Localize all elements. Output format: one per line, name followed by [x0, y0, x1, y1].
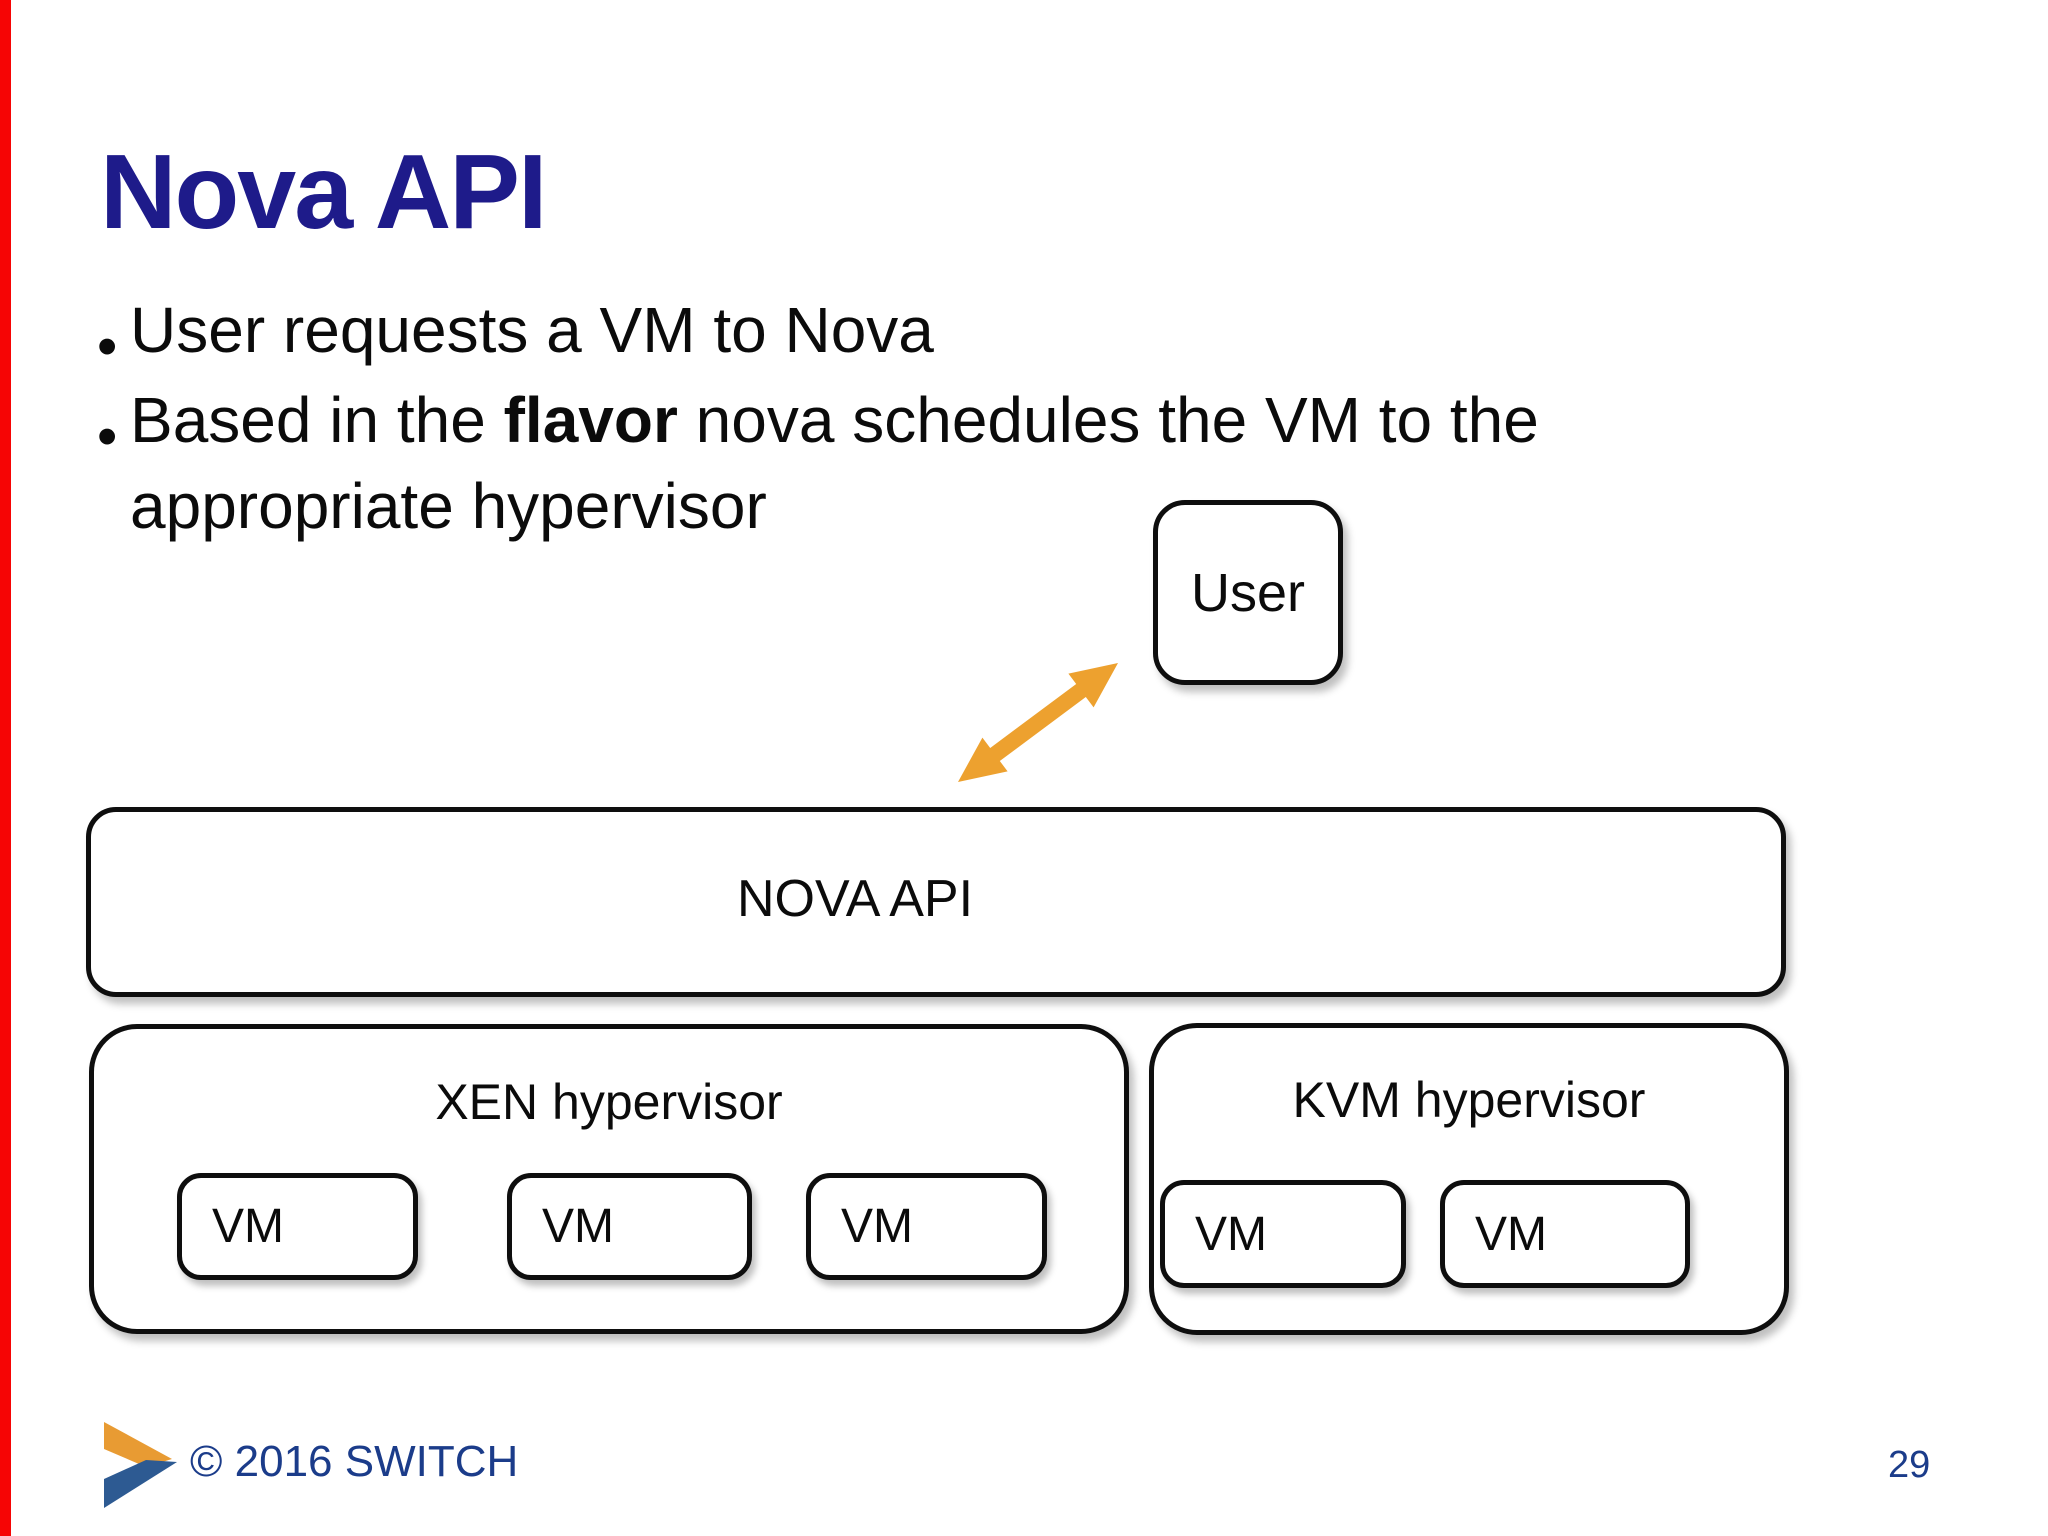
bullet-2-bold-word: flavor — [503, 384, 678, 456]
kvm-vm-node: VM — [1160, 1180, 1406, 1288]
bullet-item-1: User requests a VM to Nova — [130, 294, 934, 366]
bullet-item-2: Based in the flavor nova schedules the V… — [130, 377, 1539, 549]
switch-logo-orange-stroke-icon — [104, 1422, 172, 1467]
vm-label: VM — [212, 1200, 284, 1253]
bullet-2-text-end: nova schedules the VM to the — [677, 384, 1539, 456]
nova-api-label: NOVA API — [736, 870, 974, 928]
kvm-hypervisor-label: KVM hypervisor — [1292, 1072, 1646, 1128]
vm-label: VM — [542, 1200, 614, 1253]
vm-label: VM — [1475, 1207, 1547, 1261]
bullet-2-line-2: appropriate hypervisor — [130, 470, 767, 542]
bullet-2-text-start: Based in the — [130, 384, 504, 456]
vm-label: VM — [1195, 1207, 1267, 1261]
switch-logo-blue-stroke-icon — [104, 1460, 177, 1508]
nova-api-node — [86, 807, 1786, 997]
xen-vm-node: VM — [177, 1173, 418, 1280]
user-node: User — [1153, 500, 1343, 685]
bullet-marker: • — [97, 404, 118, 469]
copyright-text: © 2016 SWITCH — [190, 1437, 519, 1486]
slide-title: Nova API — [100, 133, 547, 251]
user-node-label: User — [1190, 562, 1305, 623]
vm-label: VM — [841, 1200, 913, 1253]
left-edge-red-stripe — [0, 0, 11, 1536]
double-headed-arrow-icon — [958, 663, 1118, 782]
xen-vm-node: VM — [507, 1173, 752, 1280]
kvm-vm-node: VM — [1440, 1180, 1690, 1288]
page-number: 29 — [1888, 1444, 1931, 1486]
xen-hypervisor-label: XEN hypervisor — [435, 1074, 783, 1130]
bullet-marker: • — [97, 314, 118, 379]
kvm-hypervisor-node — [1149, 1023, 1789, 1335]
xen-vm-node: VM — [806, 1173, 1047, 1280]
